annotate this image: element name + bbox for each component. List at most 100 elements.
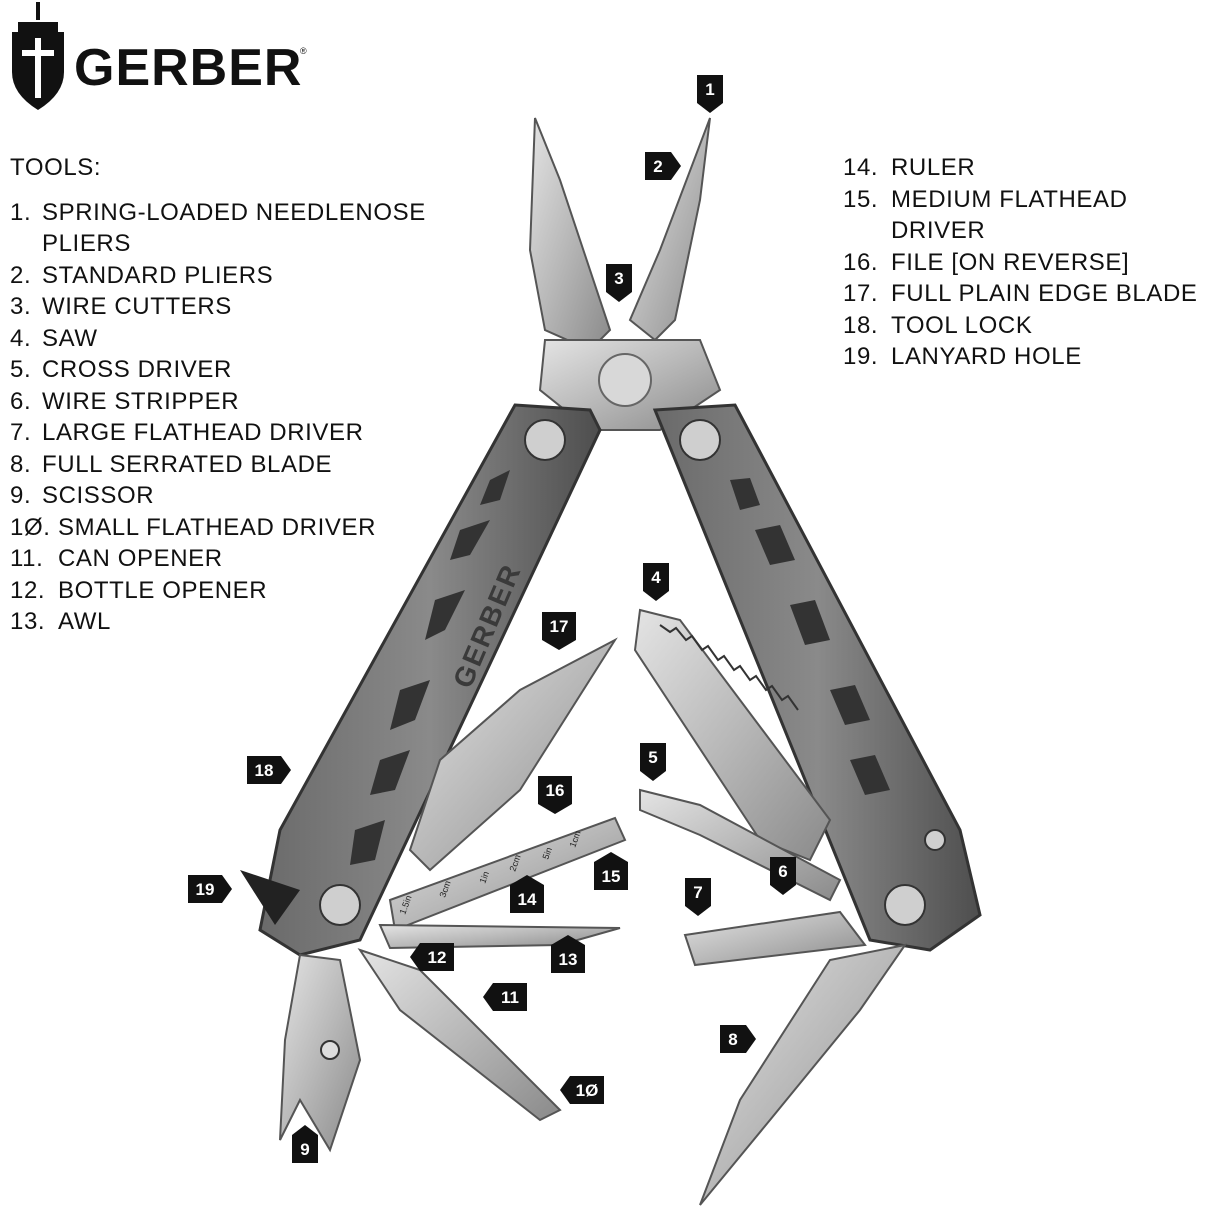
legend-item-number: 17. — [843, 280, 879, 307]
callout-number: 4 — [651, 568, 661, 587]
gerber-logo: GERBER ® — [6, 2, 307, 114]
legend-item-label: SPRING-LOADED NEEDLENOSE — [42, 198, 426, 226]
callout-tag — [247, 756, 291, 784]
legend-item: DRIVER — [843, 215, 1197, 247]
tools-legend-right: 14. RULER 15. MEDIUM FLATHEAD DRIVER 16.FILE … — [843, 152, 1197, 373]
callout-number: 1Ø — [576, 1081, 599, 1100]
callout-tag — [643, 563, 669, 601]
legend-item-label: SAW — [42, 324, 98, 352]
can-opener — [357, 948, 562, 1122]
saw-blade — [633, 608, 832, 862]
pivot-icon — [598, 353, 652, 407]
callout-tag — [483, 983, 527, 1011]
screw-icon — [924, 829, 946, 851]
pliers-left-jaw — [528, 117, 612, 352]
legend-item-label: DRIVER — [891, 217, 986, 244]
callout-tag — [560, 1076, 604, 1104]
legend-item-label: MEDIUM FLATHEAD — [891, 185, 1128, 213]
legend-item: 8.FULL SERRATED BLADE — [10, 449, 426, 481]
large-flathead-driver — [683, 910, 867, 967]
callout-number: 17 — [550, 617, 569, 636]
legend-item-label: WIRE STRIPPER — [42, 387, 240, 415]
brand-name: GERBER — [74, 39, 303, 97]
legend-item: 1. SPRING-LOADED NEEDLENOSE — [10, 197, 426, 229]
callout-number: 12 — [428, 948, 447, 967]
screw-icon — [884, 884, 926, 926]
legend-item-number: 9. — [10, 482, 32, 509]
callout-tag — [645, 152, 681, 180]
screw-icon — [319, 884, 361, 926]
legend-item-number: 2. — [10, 261, 32, 289]
legend-item-label: SMALL FLATHEAD DRIVER — [58, 513, 377, 541]
ruler-mark-label: 5in — [540, 846, 554, 861]
scissor-pivot-icon — [320, 1040, 340, 1060]
pliers-right-jaw — [628, 117, 711, 342]
callout-number: 13 — [559, 950, 578, 969]
lanyard-hole-icon — [240, 870, 300, 925]
callout-number: 7 — [693, 883, 702, 902]
legend-item-number: 3. — [10, 293, 32, 320]
legend-item-number: 15. — [843, 185, 879, 213]
callout-tag — [538, 776, 572, 814]
legend-item-label: LARGE FLATHEAD DRIVER — [42, 419, 364, 446]
legend-item-number: 12. — [10, 576, 46, 604]
callout-tag — [606, 264, 632, 302]
callout-number: 5 — [648, 748, 657, 767]
legend-item-label: LANYARD HOLE — [891, 343, 1082, 370]
callout-tag — [640, 743, 666, 781]
legend-item: PLIERS — [10, 228, 426, 260]
screw-icon — [679, 419, 721, 461]
callout-number: 3 — [614, 269, 623, 288]
legend-item: 19.LANYARD HOLE — [843, 341, 1197, 373]
callout-number: 2 — [653, 157, 662, 176]
legend-item-label: PLIERS — [42, 230, 131, 257]
legend-item: 11.CAN OPENER — [10, 543, 426, 575]
callout-number: 8 — [728, 1030, 737, 1049]
callout-tag — [685, 878, 711, 916]
legend-item: 3. WIRE CUTTERS — [10, 291, 426, 323]
callout-tag — [594, 852, 628, 890]
legend-item-label: SCISSOR — [42, 482, 155, 509]
callout-number: 18 — [255, 761, 274, 780]
legend-item-label: CROSS DRIVER — [42, 356, 232, 383]
legend-item: 18.TOOL LOCK — [843, 310, 1197, 342]
legend-item: 9. SCISSOR — [10, 480, 426, 512]
ruler-mark-label: 1in — [477, 870, 491, 885]
legend-item: 1Ø.SMALL FLATHEAD DRIVER — [10, 512, 426, 544]
callout-tag — [697, 75, 723, 113]
callout-number: 1 — [705, 80, 714, 99]
legend-item-number: 14. — [843, 154, 879, 181]
legend-item: 16.FILE [ON REVERSE] — [843, 247, 1197, 279]
legend-item-label: BOTTLE OPENER — [58, 576, 268, 604]
legend-item-number: 13. — [10, 608, 46, 635]
legend-item-label: WIRE CUTTERS — [42, 293, 232, 320]
serrated-blade — [699, 943, 908, 1206]
legend-item-label: FULL SERRATED BLADE — [42, 450, 333, 478]
legend-item: 2.STANDARD PLIERS — [10, 260, 426, 292]
legend-item: 13.AWL — [10, 606, 426, 638]
legend-item-label: TOOL LOCK — [891, 311, 1033, 339]
callout-tag — [510, 875, 544, 913]
right-handle — [652, 403, 982, 952]
legend-item: 5.CROSS DRIVER — [10, 354, 426, 386]
legend-item: 15. MEDIUM FLATHEAD — [843, 184, 1197, 216]
legend-item-number: 1. — [10, 198, 32, 226]
legend-item: 7.LARGE FLATHEAD DRIVER — [10, 417, 426, 449]
legend-item-label: RULER — [891, 154, 976, 181]
callout-tag — [770, 857, 796, 895]
callout-number: 19 — [196, 880, 215, 899]
legend-item-label: FILE [ON REVERSE] — [891, 248, 1130, 276]
callout-tag — [410, 943, 454, 971]
scissor-blade — [279, 953, 362, 1153]
tools-legend-left: TOOLS: 1. SPRING-LOADED NEEDLENOSE PLIERS 2… — [10, 152, 426, 638]
callout-number: 15 — [602, 867, 621, 886]
saw-teeth — [659, 624, 799, 711]
callout-tag — [720, 1025, 756, 1053]
legend-item-number: 6. — [10, 387, 32, 415]
legend-item-number: 4. — [10, 324, 32, 352]
legend-item: 14. RULER — [843, 152, 1197, 184]
legend-item: 12. BOTTLE OPENER — [10, 575, 426, 607]
legend-item: 17.FULL PLAIN EDGE BLADE — [843, 278, 1197, 310]
legend-heading: TOOLS: — [10, 154, 102, 181]
legend-item-number: 11. — [10, 545, 44, 572]
